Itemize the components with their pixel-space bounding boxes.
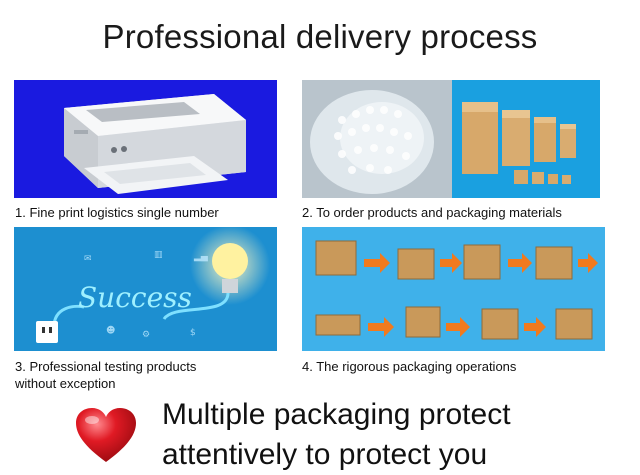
lightbulb-success: Success ✉ ▥ ▂▄ ☻ ⚙ $ — [14, 227, 277, 351]
svg-text:⚙: ⚙ — [142, 330, 150, 340]
step-4-image — [302, 227, 605, 351]
step-3-image: Success ✉ ▥ ▂▄ ☻ ⚙ $ — [14, 227, 277, 351]
step-2-caption: 2. To order products and packaging mater… — [302, 205, 562, 220]
svg-text:✉: ✉ — [84, 254, 92, 264]
heart-icon — [74, 406, 138, 464]
box-packing-sequence — [302, 227, 605, 351]
step-1-caption: 1. Fine print logistics single number — [15, 205, 219, 220]
step-2-image — [302, 80, 600, 198]
svg-text:☻: ☻ — [106, 325, 115, 336]
step-1-image — [14, 80, 277, 198]
svg-text:$: $ — [190, 328, 196, 338]
slogan-line2: attentively to protect you — [162, 438, 488, 471]
printer-icon — [64, 94, 246, 194]
svg-text:▥: ▥ — [154, 250, 163, 260]
step-4-caption: 4. The rigorous packaging operations — [302, 359, 517, 374]
slogan: Multiple packaging protect attentively t… — [162, 395, 632, 475]
bubble-wrap-and-boxes — [302, 80, 600, 198]
svg-text:▂▄: ▂▄ — [193, 252, 209, 262]
step-3-caption: 3. Professional testing products without… — [15, 358, 275, 392]
success-text: Success — [78, 281, 192, 314]
step-3-caption-line2: without exception — [15, 376, 116, 391]
step-3-caption-line1: 3. Professional testing products — [15, 359, 197, 374]
page-title: Professional delivery process — [102, 18, 538, 55]
slogan-line1: Multiple packaging protect — [162, 398, 511, 431]
